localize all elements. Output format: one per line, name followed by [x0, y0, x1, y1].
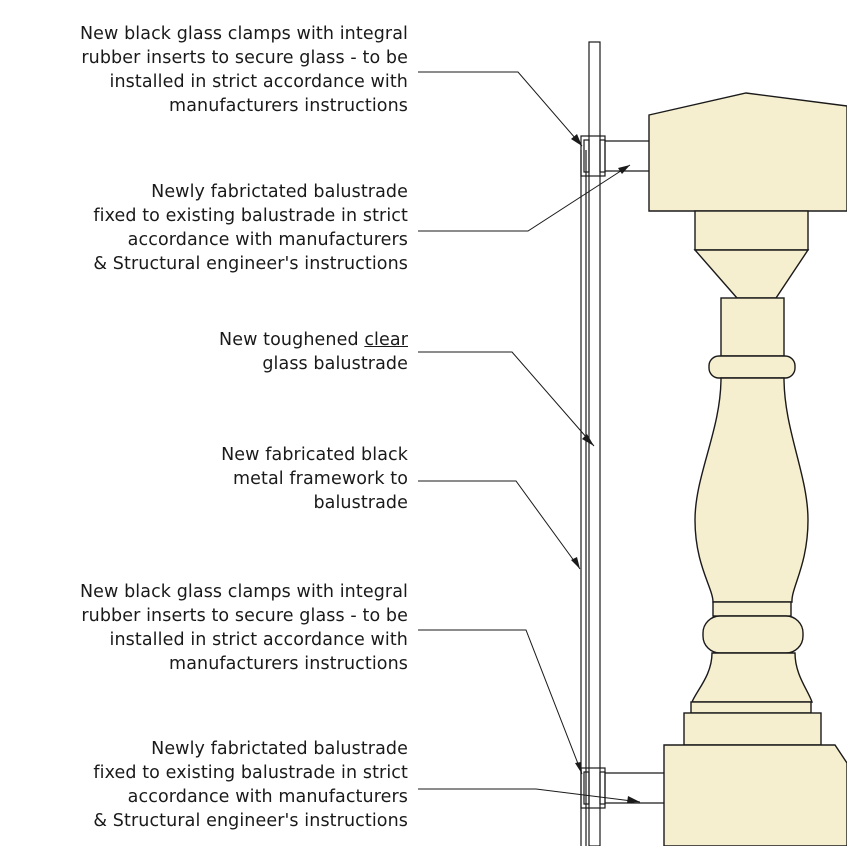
leader-top-fixing — [418, 164, 631, 232]
baluster-lower-fillet — [712, 601, 792, 617]
note-line: & Structural engineer's instructions — [93, 254, 408, 274]
note-line: installed in strict accordance with — [109, 72, 408, 92]
note-line: Newly fabrictated balustrade — [151, 739, 408, 759]
note-underlined-word: clear — [364, 330, 408, 350]
note-line: New black glass clamps with integral — [79, 24, 408, 44]
note-line: fixed to existing balustrade in strict — [93, 206, 408, 226]
glass-pane — [588, 41, 601, 846]
note-line: manufacturers instructions — [169, 654, 408, 674]
note-line: Newly fabrictated balustrade — [151, 182, 408, 202]
arrowhead-framework — [571, 557, 580, 569]
arrowhead-bottom-clamps — [575, 762, 582, 774]
arrowhead-top-clamps — [571, 134, 582, 146]
note-line: New black glass clamps with integral — [79, 582, 408, 602]
leader-top-clamps — [418, 71, 583, 147]
note-line: installed in strict accordance with — [109, 630, 408, 650]
note-glass: New toughened clear glass balustrade — [0, 328, 408, 376]
leader-bottom-clamps — [418, 629, 583, 775]
note-framework: New fabricated black metal framework to … — [0, 443, 408, 515]
base-rail — [663, 744, 847, 846]
baluster-ring — [708, 355, 796, 379]
note-bottom-clamps: New black glass clamps with integral rub… — [0, 580, 408, 676]
note-text: New toughened — [219, 330, 365, 350]
note-line: New fabricated black — [221, 445, 408, 465]
note-line: rubber inserts to secure glass - to be — [81, 606, 408, 626]
baluster-base-flare — [690, 652, 813, 703]
note-line: glass balustrade — [262, 354, 408, 374]
note-line: metal framework to — [233, 469, 408, 489]
baluster-plinth — [683, 712, 822, 746]
arrowhead-bottom-fixing — [627, 796, 640, 803]
note-line: fixed to existing balustrade in strict — [93, 763, 408, 783]
baluster-plinth-top — [690, 701, 812, 714]
note-line: New toughened clear — [0, 328, 408, 352]
baluster-neck — [720, 297, 785, 357]
note-line: balustrade — [313, 493, 408, 513]
baluster-top-collar — [694, 210, 809, 251]
note-line: accordance with manufacturers — [127, 230, 408, 250]
arrowhead-glass — [582, 434, 594, 446]
arrowhead-top-fixing — [618, 165, 630, 174]
note-line: accordance with manufacturers — [127, 787, 408, 807]
note-top-fixing: Newly fabrictated balustrade fixed to ex… — [0, 180, 408, 276]
baluster-body — [694, 377, 809, 603]
leader-bottom-fixing — [418, 788, 641, 803]
note-line: rubber inserts to secure glass - to be — [81, 48, 408, 68]
handrail-capping — [648, 92, 847, 212]
baluster-upper-neck — [693, 249, 810, 299]
leader-framework — [418, 480, 581, 570]
leader-glass — [418, 351, 595, 447]
baluster-lower-torus — [702, 615, 804, 654]
note-line: manufacturers instructions — [169, 96, 408, 116]
note-top-clamps: New black glass clamps with integral rub… — [0, 22, 408, 118]
note-line: & Structural engineer's instructions — [93, 811, 408, 831]
note-bottom-fixing: Newly fabrictated balustrade fixed to ex… — [0, 737, 408, 833]
